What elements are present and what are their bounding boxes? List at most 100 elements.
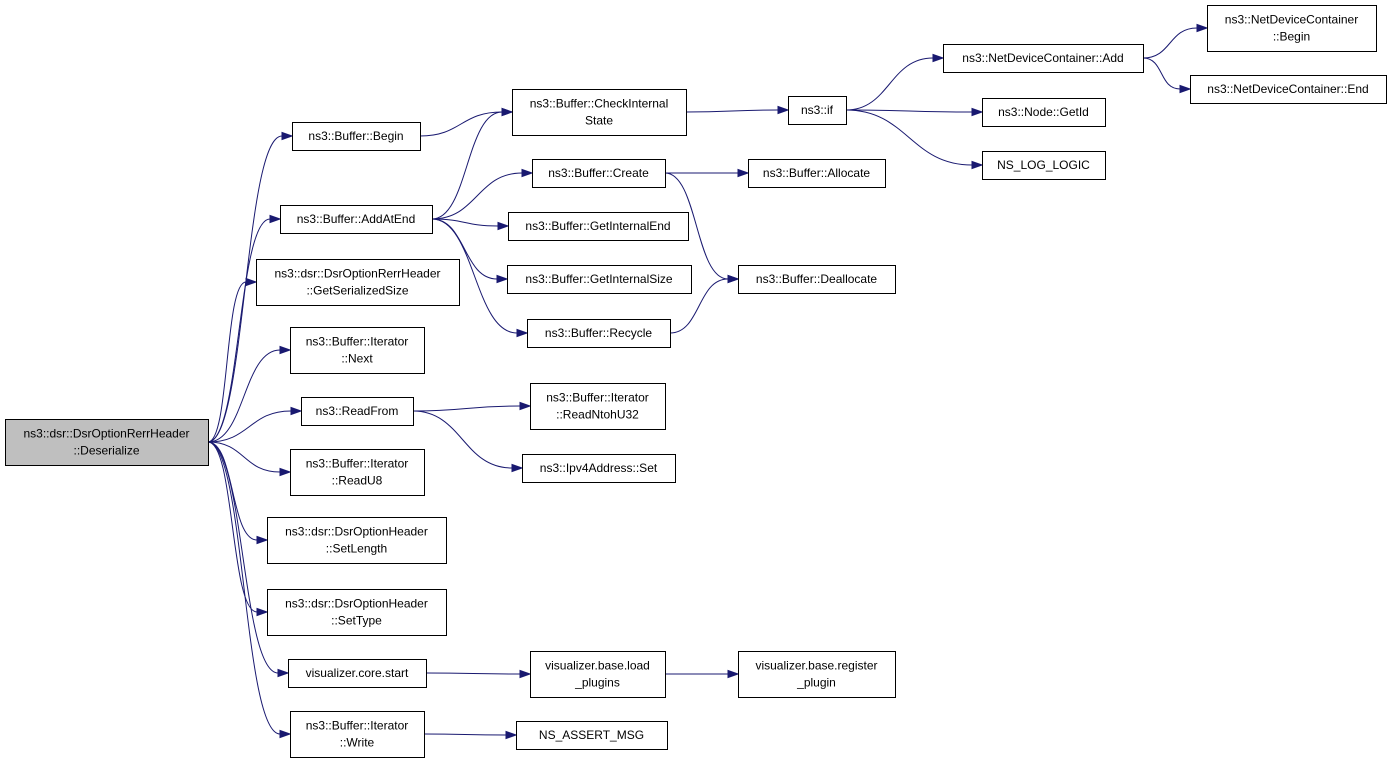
node-label: ns3::Buffer::Deallocate [756,272,878,286]
node-container-add[interactable]: ns3::NetDeviceContainer::Add [943,44,1144,73]
node-read-u8[interactable]: ns3::Buffer::Iterator::ReadU8 [290,449,425,496]
node-label: visualizer.base.register [755,659,877,673]
node-label: ::SetLength [326,542,387,556]
node-box [267,589,447,636]
node-label: ns3::NetDeviceContainer [1225,13,1358,27]
node-box [982,151,1106,180]
node-box [943,44,1144,73]
node-label: ns3::Buffer::Create [548,166,649,180]
node-box [301,397,414,426]
node-label: ::ReadU8 [332,474,383,488]
node-add-at-end[interactable]: ns3::Buffer::AddAtEnd [280,205,433,234]
node-buffer-create[interactable]: ns3::Buffer::Create [532,159,666,188]
edge-buffer-recycle-to-buffer-deallocate [669,274,740,334]
node-log-logic[interactable]: NS_LOG_LOGIC [982,151,1106,180]
node-set-length[interactable]: ns3::dsr::DsrOptionHeader::SetLength [267,517,447,564]
node-box [1207,5,1377,52]
edge-ns3-if-to-log-logic [845,109,984,170]
node-iterator-next[interactable]: ns3::Buffer::Iterator::Next [290,327,425,374]
node-box [5,419,209,466]
node-label: ::SetType [331,614,382,628]
node-box [748,159,886,188]
node-label: ns3::Buffer::Allocate [763,166,871,180]
node-label: ::Begin [1273,30,1310,44]
node-box [738,265,896,294]
node-box [788,96,847,125]
edge-deserialize-to-get-serialized-size [207,277,258,443]
node-box [290,711,425,758]
node-deserialize[interactable]: ns3::dsr::DsrOptionRerrHeader::Deseriali… [5,419,209,466]
edge-ns3-if-to-container-add [845,53,945,111]
edge-deserialize-to-add-at-end [207,214,282,443]
node-box [267,517,447,564]
node-label: ns3::if [801,103,834,117]
node-label: ns3::Buffer::GetInternalEnd [525,219,670,233]
node-box [522,454,676,483]
node-label: ns3::Buffer::Iterator [306,719,409,733]
edge-check-internal-state-to-ns3-if [685,105,790,115]
node-box [280,205,433,234]
node-label: NS_ASSERT_MSG [539,728,644,742]
node-register-plugin[interactable]: visualizer.base.register_plugin [738,651,896,698]
node-label: ns3::Buffer::Recycle [545,326,652,340]
node-box [292,122,421,151]
node-assert-msg[interactable]: NS_ASSERT_MSG [516,721,668,750]
node-label: ns3::Buffer::AddAtEnd [297,212,416,226]
node-ipv4-set[interactable]: ns3::Ipv4Address::Set [522,454,676,483]
node-label: ns3::dsr::DsrOptionHeader [285,525,428,539]
edge-deserialize-to-iterator-next [207,345,292,443]
node-label: ::ReadNtohU32 [556,408,639,422]
node-ns3-if[interactable]: ns3::if [788,96,847,125]
node-label: ns3::Buffer::GetInternalSize [525,272,673,286]
node-read-ntoh-u32[interactable]: ns3::Buffer::Iterator::ReadNtohU32 [530,383,666,430]
node-label: ns3::NetDeviceContainer::End [1207,82,1368,96]
node-node-get-id[interactable]: ns3::Node::GetId [982,98,1106,127]
node-load-plugins[interactable]: visualizer.base.load _plugins [530,651,666,698]
node-iterator-write[interactable]: ns3::Buffer::Iterator::Write [290,711,425,758]
node-label: ns3::NetDeviceContainer::Add [962,51,1123,65]
edge-read-from-to-read-ntoh-u32 [412,401,532,412]
node-label: State [585,114,613,128]
node-get-internal-end[interactable]: ns3::Buffer::GetInternalEnd [508,212,689,241]
node-box [290,449,425,496]
edge-container-add-to-container-begin [1142,23,1209,59]
node-container-begin[interactable]: ns3::NetDeviceContainer::Begin [1207,5,1377,52]
nodes-layer: ns3::dsr::DsrOptionRerrHeader::Deseriali… [5,5,1387,758]
edge-deserialize-to-set-type [207,441,269,617]
node-buffer-deallocate[interactable]: ns3::Buffer::Deallocate [738,265,896,294]
node-label: visualizer.base.load [545,659,650,673]
node-label: ns3::dsr::DsrOptionRerrHeader [274,267,440,281]
node-core-start[interactable]: visualizer.core.start [288,659,427,688]
node-label: ::GetSerializedSize [306,284,408,298]
node-label: ns3::Buffer::CheckInternal [530,97,669,111]
node-buffer-begin[interactable]: ns3::Buffer::Begin [292,122,421,151]
node-box [256,259,460,306]
node-box [530,651,666,698]
edge-deserialize-to-set-length [207,441,269,545]
node-label: NS_LOG_LOGIC [997,158,1090,172]
node-label: ::Deserialize [73,444,139,458]
node-box [512,89,687,136]
node-box [982,98,1106,127]
node-buffer-allocate[interactable]: ns3::Buffer::Allocate [748,159,886,188]
node-read-from[interactable]: ns3::ReadFrom [301,397,414,426]
node-get-internal-size[interactable]: ns3::Buffer::GetInternalSize [507,265,692,294]
node-buffer-recycle[interactable]: ns3::Buffer::Recycle [527,319,671,348]
edges-layer [207,23,1209,740]
node-label: ns3::Node::GetId [998,105,1089,119]
edge-container-add-to-container-end [1142,57,1192,94]
node-label: ns3::Buffer::Iterator [306,335,409,349]
edge-deserialize-to-iterator-write [207,441,292,739]
edge-add-at-end-to-check-internal-state [431,107,514,220]
edge-core-start-to-load-plugins [425,669,532,679]
node-box [532,159,666,188]
edge-add-at-end-to-buffer-recycle [431,218,529,338]
node-container-end[interactable]: ns3::NetDeviceContainer::End [1190,75,1387,104]
node-label: ns3::Buffer::Iterator [306,457,409,471]
node-set-type[interactable]: ns3::dsr::DsrOptionHeader::SetType [267,589,447,636]
edge-read-from-to-ipv4-set [412,410,524,473]
node-label: _plugins [574,676,620,690]
node-get-serialized-size[interactable]: ns3::dsr::DsrOptionRerrHeader::GetSerial… [256,259,460,306]
